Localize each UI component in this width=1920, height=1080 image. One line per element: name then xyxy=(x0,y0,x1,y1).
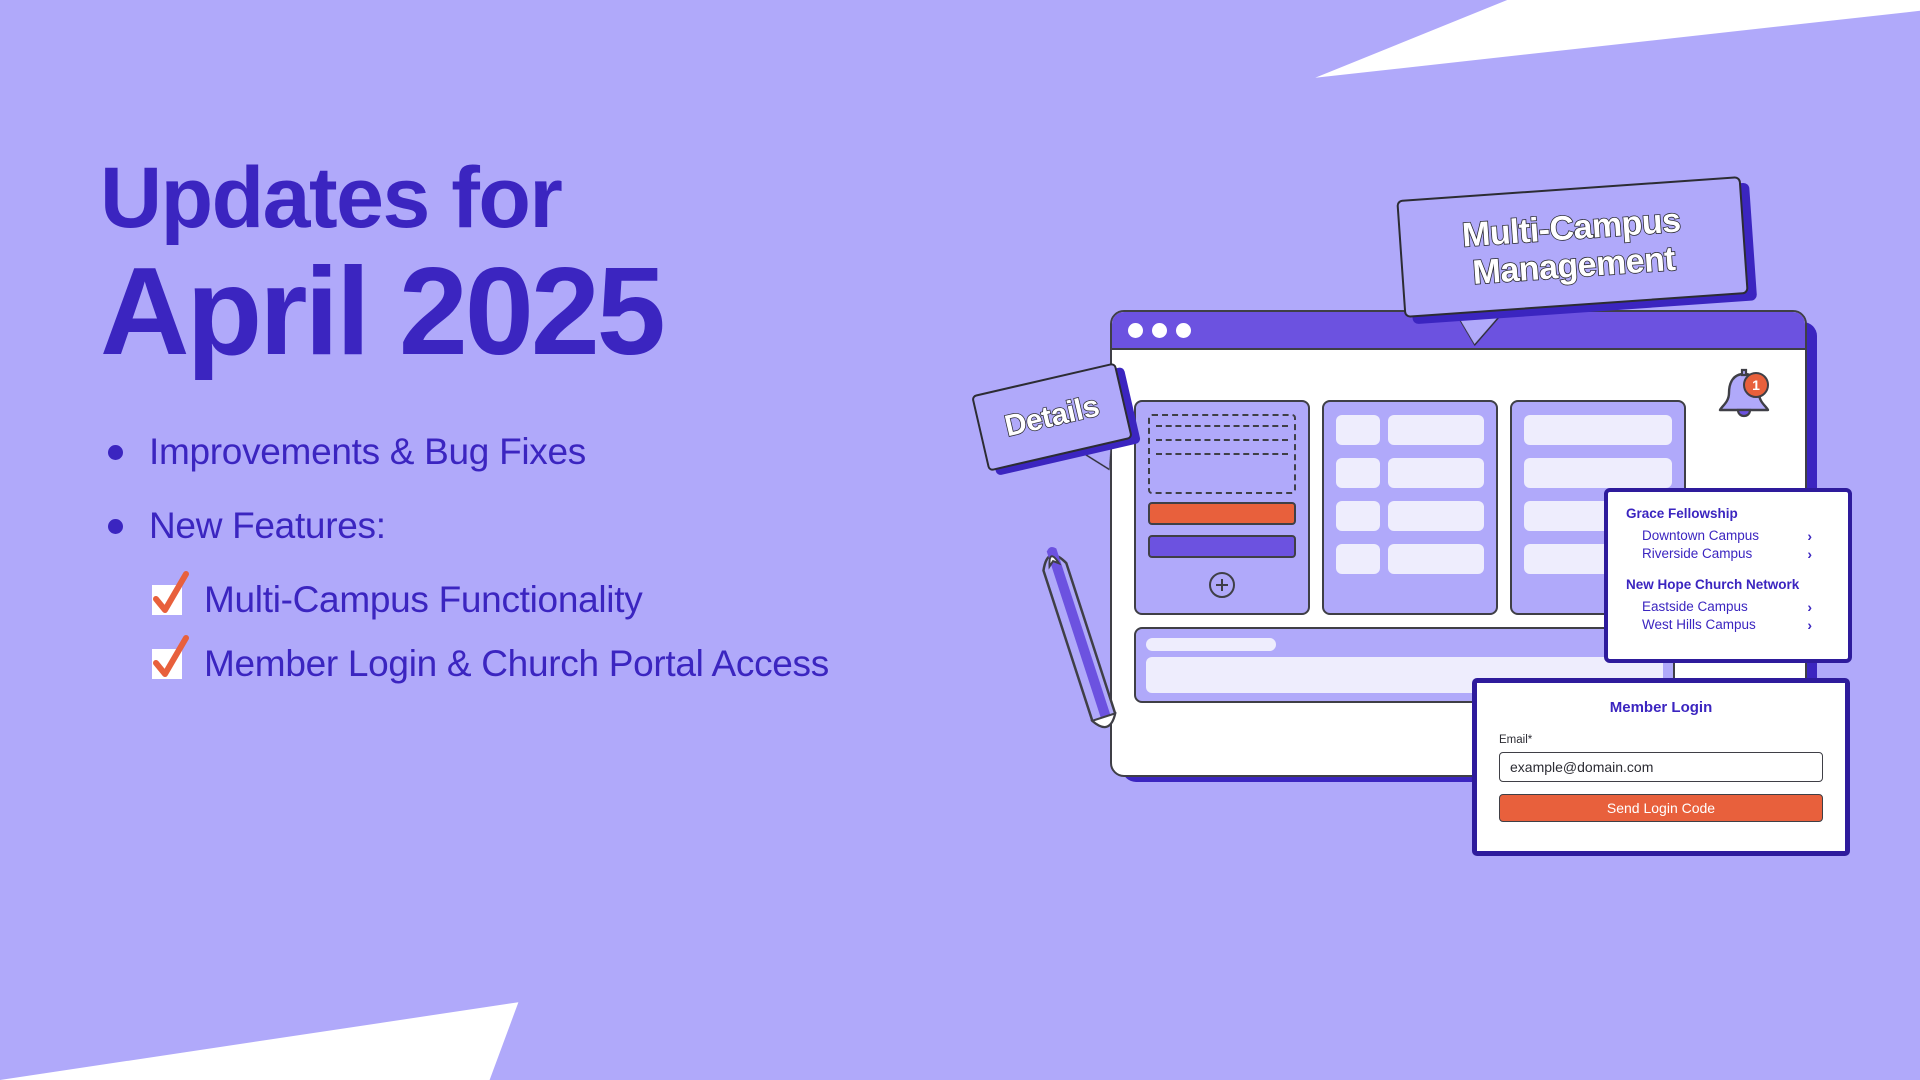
callout-body: Multi-Campus Management xyxy=(1396,176,1749,318)
chevron-right-icon: › xyxy=(1807,598,1812,615)
dashed-line xyxy=(1156,453,1288,455)
email-field-label: Email* xyxy=(1499,734,1533,746)
campus-selector-panel: Grace Fellowship Downtown Campus › River… xyxy=(1604,488,1852,663)
campus-item-label: Eastside Campus xyxy=(1642,599,1748,614)
member-login-card: Member Login Email* Send Login Code xyxy=(1472,678,1850,856)
mock-orange-bar xyxy=(1148,502,1296,525)
mock-pill-wide xyxy=(1388,458,1484,488)
mock-card-editor xyxy=(1134,400,1310,615)
bullet-dot-icon xyxy=(108,444,123,460)
plus-circle-icon[interactable] xyxy=(1209,572,1235,598)
campus-group-heading: Grace Fellowship xyxy=(1626,506,1738,521)
list-item: Improvements & Bug Fixes xyxy=(100,431,920,473)
dashed-placeholder-region xyxy=(1148,414,1296,494)
checkmark-icon xyxy=(152,571,189,616)
traffic-light-icon xyxy=(1128,322,1143,338)
campus-item-label: Riverside Campus xyxy=(1642,546,1753,561)
mock-row xyxy=(1336,544,1484,574)
dashed-line xyxy=(1156,439,1288,441)
mock-purple-bar xyxy=(1148,535,1296,558)
list-item: Multi-Campus Functionality xyxy=(100,571,920,621)
mock-row xyxy=(1336,415,1484,445)
mock-pill-wide xyxy=(1388,415,1484,445)
hero-text-column: Updates for April 2025 Improvements & Bu… xyxy=(100,155,920,707)
mock-row xyxy=(1336,458,1484,488)
send-login-code-button[interactable]: Send Login Code xyxy=(1499,794,1823,822)
bullet-dot-icon xyxy=(108,518,123,534)
chevron-right-icon: › xyxy=(1807,616,1812,633)
campus-item-eastside[interactable]: Eastside Campus › xyxy=(1626,599,1830,614)
checkbox-label: Multi-Campus Functionality xyxy=(204,579,643,621)
mock-pill-small xyxy=(1336,458,1380,488)
page-title-line-2: April 2025 xyxy=(100,243,666,381)
campus-item-west-hills[interactable]: West Hills Campus › xyxy=(1626,617,1830,632)
chevron-right-icon: › xyxy=(1807,545,1812,562)
dashed-line xyxy=(1156,425,1288,427)
feature-bullet-list: Improvements & Bug Fixes New Features: M… xyxy=(100,431,920,685)
traffic-light-icon xyxy=(1152,322,1167,338)
email-field[interactable] xyxy=(1499,752,1823,782)
mock-pill-wide xyxy=(1388,501,1484,531)
member-login-title: Member Login xyxy=(1609,699,1713,716)
mock-pill-small xyxy=(1336,415,1380,445)
mock-pill-small xyxy=(1336,501,1380,531)
bullet-label: Improvements & Bug Fixes xyxy=(149,431,586,473)
chevron-right-icon: › xyxy=(1807,527,1812,544)
campus-item-label: Downtown Campus xyxy=(1642,528,1760,543)
list-item: New Features: xyxy=(100,505,920,547)
bullet-label: New Features: xyxy=(149,505,386,547)
notification-badge: 1 xyxy=(1743,372,1769,398)
callout-label: Details xyxy=(1001,389,1103,444)
campus-item-riverside[interactable]: Riverside Campus › xyxy=(1626,546,1830,561)
mock-pill-small xyxy=(1336,544,1380,574)
traffic-light-icon xyxy=(1176,322,1191,338)
callout-multi-campus-management: Multi-Campus Management xyxy=(1396,176,1758,346)
mock-pill-full xyxy=(1524,458,1672,488)
mock-panel-label xyxy=(1146,638,1276,651)
campus-item-label: West Hills Campus xyxy=(1642,617,1756,632)
mock-pill-wide xyxy=(1388,544,1484,574)
pencil-icon xyxy=(1032,541,1126,742)
page-title-line-1: Updates for xyxy=(100,150,563,246)
checkmark-icon xyxy=(152,635,189,680)
campus-item-downtown[interactable]: Downtown Campus › xyxy=(1626,528,1830,543)
list-item: Member Login & Church Portal Access xyxy=(100,635,920,685)
mock-card-list xyxy=(1322,400,1498,615)
campus-group-heading: New Hope Church Network xyxy=(1626,577,1800,592)
checkbox-label: Member Login & Church Portal Access xyxy=(204,643,829,685)
mock-row xyxy=(1336,501,1484,531)
mock-pill-full xyxy=(1524,415,1672,445)
